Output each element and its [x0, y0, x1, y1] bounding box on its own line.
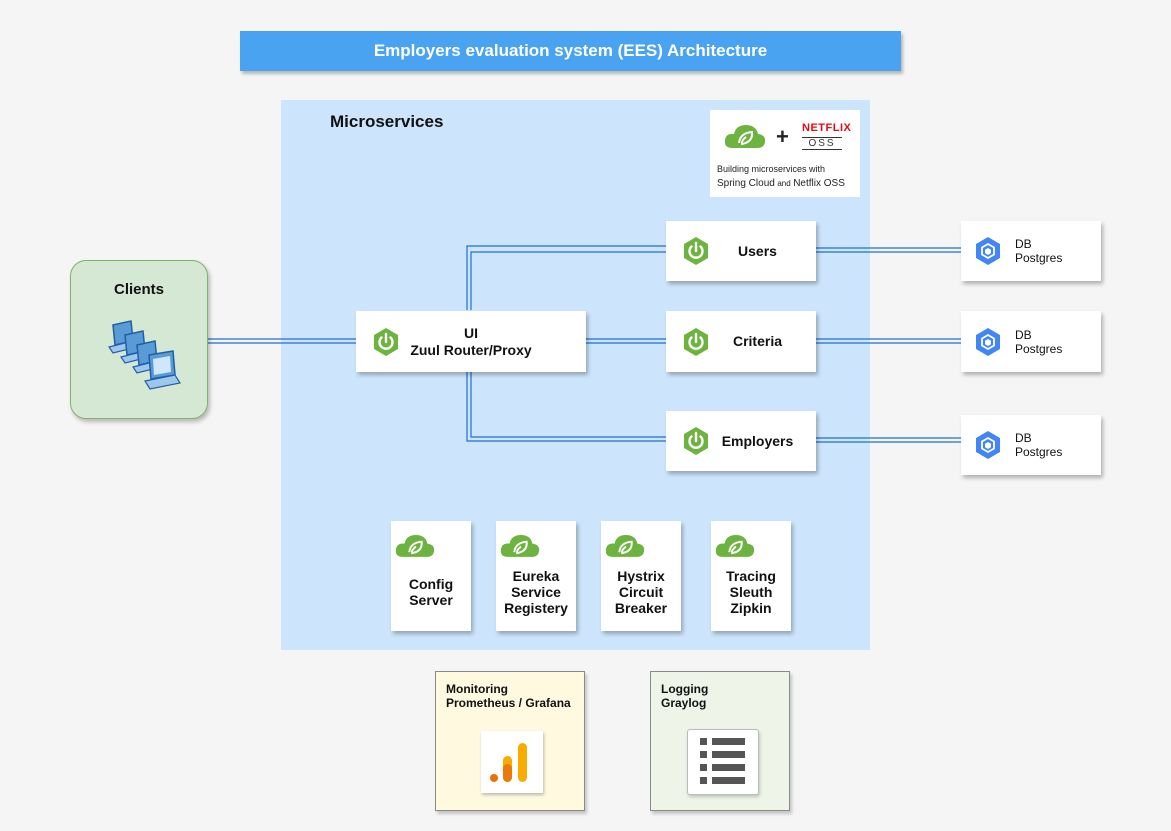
spring-boot-icon: [684, 237, 708, 265]
spring-cloud-icon: [395, 535, 435, 557]
spring-cloud-icon: [724, 125, 766, 148]
employers-db-node: DB Postgres: [961, 415, 1101, 475]
tracing-zipkin-node: Tracing Sleuth Zipkin: [711, 521, 791, 631]
hystrix-breaker-node: Hystrix Circuit Breaker: [601, 521, 681, 631]
gateway-label: UI Zuul Router/Proxy: [410, 324, 532, 358]
users-service-label: Users: [738, 242, 777, 259]
postgres-db-icon: [976, 431, 1000, 459]
spring-cloud-icon: [500, 535, 540, 557]
clients-label: Clients: [113, 281, 164, 298]
postgres-db-icon: [976, 327, 1000, 356]
spring-cloud-icon: [715, 535, 755, 557]
logging-label: Logging Graylog: [661, 682, 709, 710]
eureka-registry-node: Eureka Service Registery: [496, 521, 576, 631]
users-service-node: Users: [666, 221, 816, 281]
monitoring-label: Monitoring Prometheus / Grafana: [446, 682, 571, 710]
clients-node: Clients: [70, 260, 208, 419]
oss-wordmark: OSS: [802, 137, 842, 150]
users-db-label: DB Postgres: [1015, 237, 1063, 265]
postgres-db-icon: [976, 237, 1000, 265]
criteria-service-label: Criteria: [732, 333, 783, 349]
config-server-label: Config Server: [408, 576, 454, 608]
microservices-label: Microservices: [330, 112, 444, 131]
graylog-list-icon: [687, 729, 759, 795]
branding-caption: Building microservices with Spring Cloud…: [717, 164, 845, 189]
netflix-wordmark: NETFLIX: [802, 122, 852, 134]
spring-boot-icon: [684, 427, 708, 455]
employers-service-label: Employers: [721, 432, 794, 449]
client-computers-icon: [108, 320, 181, 390]
monitoring-panel: Monitoring Prometheus / Grafana: [435, 671, 585, 811]
logging-panel: Logging Graylog: [650, 671, 790, 811]
employers-db-label: DB Postgres: [1015, 431, 1063, 459]
spring-boot-icon: [374, 327, 398, 356]
criteria-db-label: DB Postgres: [1015, 327, 1063, 356]
eureka-registry-label: Eureka Service Registery: [504, 568, 568, 616]
spring-cloud-icon: [605, 535, 645, 557]
zuul-gateway-node: UI Zuul Router/Proxy: [356, 311, 586, 372]
spring-netflix-branding: + NETFLIX OSS Building microservices wit…: [710, 110, 860, 197]
grafana-chart-icon: [481, 731, 543, 793]
criteria-db-node: DB Postgres: [961, 311, 1101, 372]
employers-service-node: Employers: [666, 411, 816, 471]
diagram-title: Employers evaluation system (EES) Archit…: [240, 31, 901, 71]
users-db-node: DB Postgres: [961, 221, 1101, 281]
tracing-zipkin-label: Tracing Sleuth Zipkin: [726, 568, 776, 616]
spring-boot-icon: [684, 327, 708, 356]
plus-sign: +: [776, 124, 789, 149]
criteria-service-node: Criteria: [666, 311, 816, 372]
config-server-node: Config Server: [391, 521, 471, 631]
hystrix-breaker-label: Hystrix Circuit Breaker: [614, 568, 668, 616]
